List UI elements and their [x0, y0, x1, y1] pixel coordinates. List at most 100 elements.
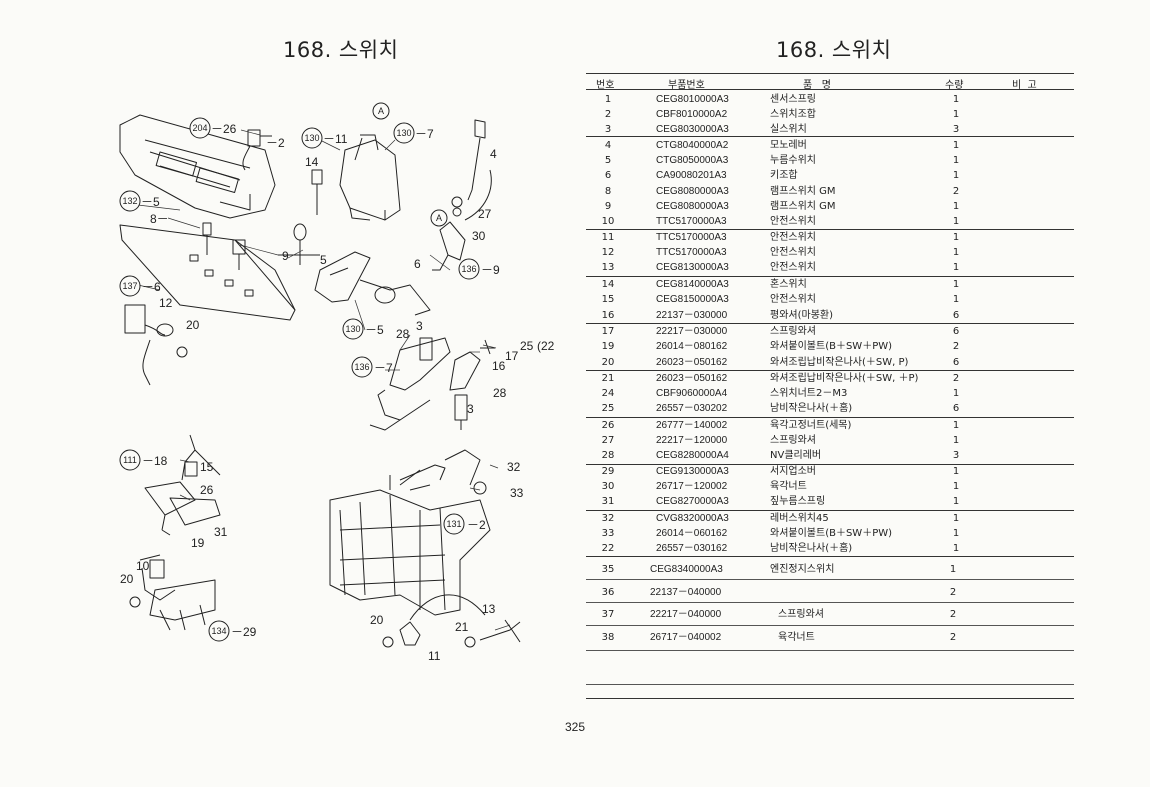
label-4: 4	[490, 147, 497, 161]
cell-part-number: 22217－040000	[650, 609, 722, 620]
label-8: 8－	[150, 212, 169, 226]
label-20b: 20	[120, 572, 134, 586]
cell-quantity: 6	[952, 357, 960, 368]
cell-quantity: 2	[952, 341, 960, 352]
cell-quantity: 1	[952, 232, 960, 243]
cell-part-number: 26777－140002	[656, 420, 728, 431]
cell-number: 28	[601, 450, 615, 461]
cell-number: 17	[601, 326, 615, 337]
group-rule	[586, 276, 1074, 277]
parts-diagram: 204 130 130 132 136 137 130 136 111 131 …	[119, 102, 555, 663]
cell-quantity: 2	[952, 373, 960, 384]
cell-part-number: CTG8050000A3	[656, 155, 729, 166]
cell-number: 9	[604, 201, 612, 212]
group-rule	[586, 323, 1074, 324]
page-title-right: 168. 스위치	[776, 38, 892, 62]
label-31: 31	[214, 525, 228, 539]
cell-part-number: CEG9130000A3	[656, 466, 729, 477]
cell-part-name: 스프링와셔	[770, 435, 816, 446]
label-28a: 28	[396, 327, 410, 341]
label-5a: －5	[141, 195, 160, 209]
cell-part-number: TTC5170000A3	[656, 216, 727, 227]
header-part-no: 부품번호	[668, 80, 705, 91]
cell-number: 10	[601, 216, 615, 227]
cell-quantity: 2	[952, 186, 960, 197]
cell-part-number: 26023－050162	[656, 373, 728, 384]
cell-part-number: TTC5170000A3	[656, 247, 727, 258]
cell-part-name: 와셔붙이볼트(B＋SW＋PW)	[770, 341, 893, 352]
group-rule	[586, 136, 1074, 137]
cell-part-name: 모노레버	[770, 140, 807, 151]
cell-part-name: 안전스위치	[770, 247, 816, 258]
label-20a: 20	[186, 318, 200, 332]
callout-134: 134	[211, 626, 226, 636]
cell-part-number: 26023－050162	[656, 357, 728, 368]
label-11a: －11	[323, 132, 348, 146]
cell-part-number: CA90080201A3	[656, 170, 727, 181]
callout-111: 111	[123, 455, 137, 465]
diagram-linework	[119, 114, 521, 648]
cell-part-name: 실스위치	[770, 124, 807, 135]
cell-quantity: 2	[949, 587, 957, 598]
label-6a: 6	[414, 257, 421, 271]
cell-part-number: CEG8270000A3	[656, 496, 729, 507]
cell-part-number: CEG8150000A3	[656, 294, 729, 305]
cell-part-name: 안전스위치	[770, 216, 816, 227]
cell-quantity: 6	[952, 310, 960, 321]
cell-part-number: 22137－040000	[650, 587, 722, 598]
cell-number: 35	[601, 564, 615, 575]
cell-part-name: 램프스위치 GM	[770, 201, 836, 212]
cell-part-name: 안전스위치	[770, 294, 816, 305]
label-20c: 20	[370, 613, 384, 627]
cell-part-number: CEG8130000A3	[656, 262, 729, 273]
cell-number: 8	[604, 186, 612, 197]
label-11b: 11	[428, 649, 441, 663]
cell-quantity: 1	[952, 294, 960, 305]
cell-part-name: 스프링와셔	[778, 609, 824, 620]
leader-lines	[137, 129, 511, 631]
cell-number: 20	[601, 357, 615, 368]
header-no: 번호	[596, 80, 615, 91]
label-32: 32	[507, 460, 521, 474]
cell-part-name: 안전스위치	[770, 232, 816, 243]
callout-131: 131	[446, 519, 461, 529]
cell-quantity: 1	[952, 388, 960, 399]
cell-part-number: 26557－030202	[656, 403, 728, 414]
header-remarks: 비 고	[1012, 80, 1037, 91]
cell-part-number: CEG8140000A3	[656, 279, 729, 290]
cell-number: 13	[601, 262, 615, 273]
cell-quantity: 1	[952, 528, 960, 539]
cell-part-name: 혼스위치	[770, 279, 807, 290]
cell-part-number: 26557－030162	[656, 543, 728, 554]
header-name: 품 명	[803, 80, 831, 91]
cell-number: 6	[604, 170, 612, 181]
cell-number: 29	[601, 466, 615, 477]
group-rule	[586, 417, 1074, 418]
cell-part-number: CEG8280000A4	[656, 450, 729, 461]
cell-part-name: 스위치조합	[770, 109, 816, 120]
cell-part-name: 와셔붙이볼트(B＋SW＋PW)	[770, 528, 893, 539]
cell-part-number: CEG8010000A3	[656, 94, 729, 105]
callout-132: 132	[122, 196, 137, 206]
row-rule	[586, 625, 1074, 626]
cell-part-name: 와셔조립납비작은나사(＋SW, P)	[770, 357, 909, 368]
label-28b: 28	[493, 386, 507, 400]
cell-part-number: 26014－080162	[656, 341, 728, 352]
label-6b: －6	[142, 280, 161, 294]
cell-part-name: 와셔조립납비작은나사(＋SW, ＋P)	[770, 373, 919, 384]
label-22: (22	[537, 339, 555, 353]
callout-130-a: 130	[304, 133, 319, 143]
callout-137: 137	[122, 281, 137, 291]
cell-quantity: 1	[952, 201, 960, 212]
cell-number: 37	[601, 609, 615, 620]
cell-part-number: 22217－120000	[656, 435, 728, 446]
cell-quantity: 1	[952, 466, 960, 477]
cell-part-name: 육각너트	[778, 632, 815, 643]
cell-number: 11	[601, 232, 615, 243]
callout-136-a: 136	[461, 264, 476, 274]
label-5b: 5	[320, 253, 327, 267]
cell-part-name: 램프스위치 GM	[770, 186, 836, 197]
cell-quantity: 1	[952, 420, 960, 431]
cell-quantity: 6	[952, 403, 960, 414]
callout-a-mid: A	[436, 213, 442, 223]
